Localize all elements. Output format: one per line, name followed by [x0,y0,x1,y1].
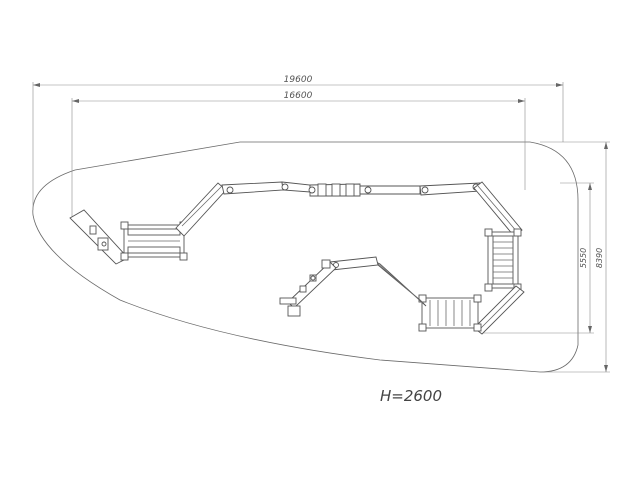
structure-width-label: 5550 [579,248,588,268]
dimension-structure-width: 5550 [480,182,594,334]
structure-length-label: 16600 [284,91,313,101]
safety-zone-outline [32,141,579,373]
left-platform [120,221,188,261]
top-bridge [221,181,482,197]
lower-right-ramp [473,285,525,335]
dimension-overall-length: 19600 [32,75,564,210]
lower-platform [418,294,482,332]
left-ramp [175,182,227,237]
overall-width-label: 8390 [595,248,604,268]
right-ramp [473,181,523,237]
right-ladder [484,228,522,292]
left-beam-element [69,209,129,265]
middle-ramp [371,259,427,307]
lower-left-beam [279,259,337,317]
dimension-overall-width: 8390 [540,141,610,373]
middle-beam [329,256,379,271]
dimension-structure-length: 16600 [71,91,526,218]
height-label: H=2600 [380,387,442,405]
overall-length-label: 19600 [284,75,313,85]
